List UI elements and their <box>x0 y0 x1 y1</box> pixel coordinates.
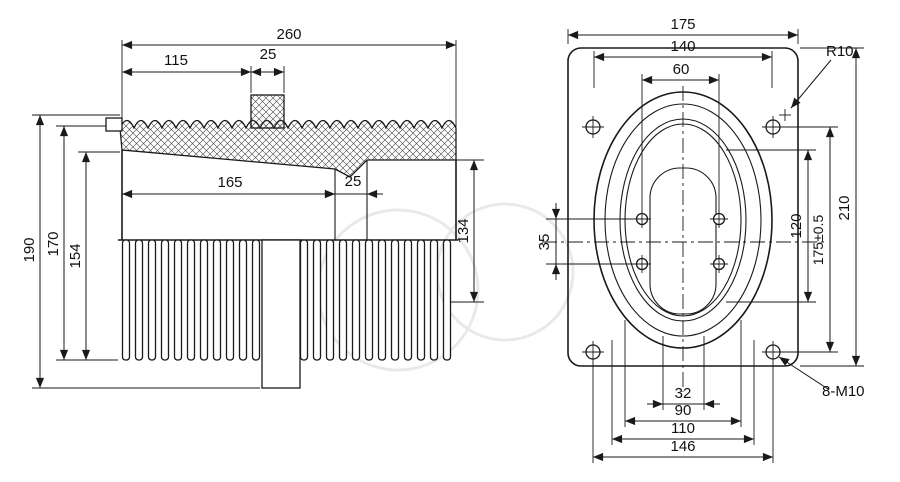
dim-hole-pitch-vertical: 175±0.5 <box>782 126 838 353</box>
dim-hole-cols-span: 60 <box>641 61 720 212</box>
dim-label-175: 175 <box>670 16 695 33</box>
corner-holes <box>581 109 791 364</box>
dim-label-90: 90 <box>675 402 692 419</box>
dim-right-height: 134 <box>450 159 484 303</box>
dim-label-165: 165 <box>217 174 242 191</box>
dim-label-r10: R10 <box>826 43 854 60</box>
callout-bolt-spec: 8-M10 <box>778 356 865 400</box>
insulator-body <box>105 94 458 241</box>
dim-window-height: 120 <box>726 149 816 303</box>
center-trunk <box>261 239 301 389</box>
dim-label-210: 210 <box>836 195 853 220</box>
dim-left-width: 115 25 <box>121 46 285 93</box>
corner-radius-center-mark <box>779 109 791 121</box>
dim-oval-outer-width: 140 <box>593 38 773 88</box>
dim-oval-inner-width: 90 <box>624 320 742 427</box>
dim-label-32: 32 <box>675 385 692 402</box>
dim-label-115: 115 <box>164 52 188 69</box>
dim-body-height: 170 <box>45 125 118 361</box>
dim-label-140: 140 <box>670 38 695 55</box>
dim-plate-width: 175 <box>567 16 799 44</box>
dim-oval-mid-width: 110 <box>611 340 755 445</box>
dim-total-width: 260 <box>121 26 457 155</box>
dim-label-146: 146 <box>670 438 695 455</box>
dim-hole-pitch-horizontal: 146 <box>592 362 774 463</box>
shed-fins <box>121 239 452 389</box>
dim-overall-height: 190 <box>21 114 260 389</box>
inner-bolt-holes <box>632 209 729 274</box>
dim-label-175-tol: 175±0.5 <box>810 215 826 266</box>
dim-core-height: 154 <box>67 151 120 361</box>
oval-openings <box>593 91 773 349</box>
side-view: 260 115 25 165 25 134 <box>21 26 484 389</box>
dim-label-190: 190 <box>21 237 38 262</box>
dim-label-260: 260 <box>276 26 301 43</box>
dim-label-35: 35 <box>536 234 553 251</box>
dim-label-25-mid: 25 <box>345 173 362 190</box>
dim-label-120: 120 <box>788 213 805 238</box>
front-view: 175 140 60 R10 35 <box>536 16 865 463</box>
dim-taper-length: 165 25 <box>121 173 383 199</box>
dim-slot-width: 32 <box>647 336 720 410</box>
dim-label-110: 110 <box>671 420 695 437</box>
dim-label-8m10: 8-M10 <box>822 383 865 400</box>
inner-slot <box>649 167 717 315</box>
dim-label-154: 154 <box>67 243 84 268</box>
dim-plate-height: 210 <box>800 47 864 367</box>
dim-label-60: 60 <box>673 61 690 78</box>
dim-label-134: 134 <box>455 218 472 243</box>
hatched-top-strip <box>119 119 457 178</box>
dim-label-170: 170 <box>45 231 62 256</box>
hatched-boss <box>250 94 285 129</box>
dim-hole-rows-span: 35 <box>536 203 636 280</box>
dim-label-25-top: 25 <box>260 46 277 63</box>
left-flange-tab <box>105 117 123 132</box>
callout-corner-radius: R10 <box>790 43 854 109</box>
